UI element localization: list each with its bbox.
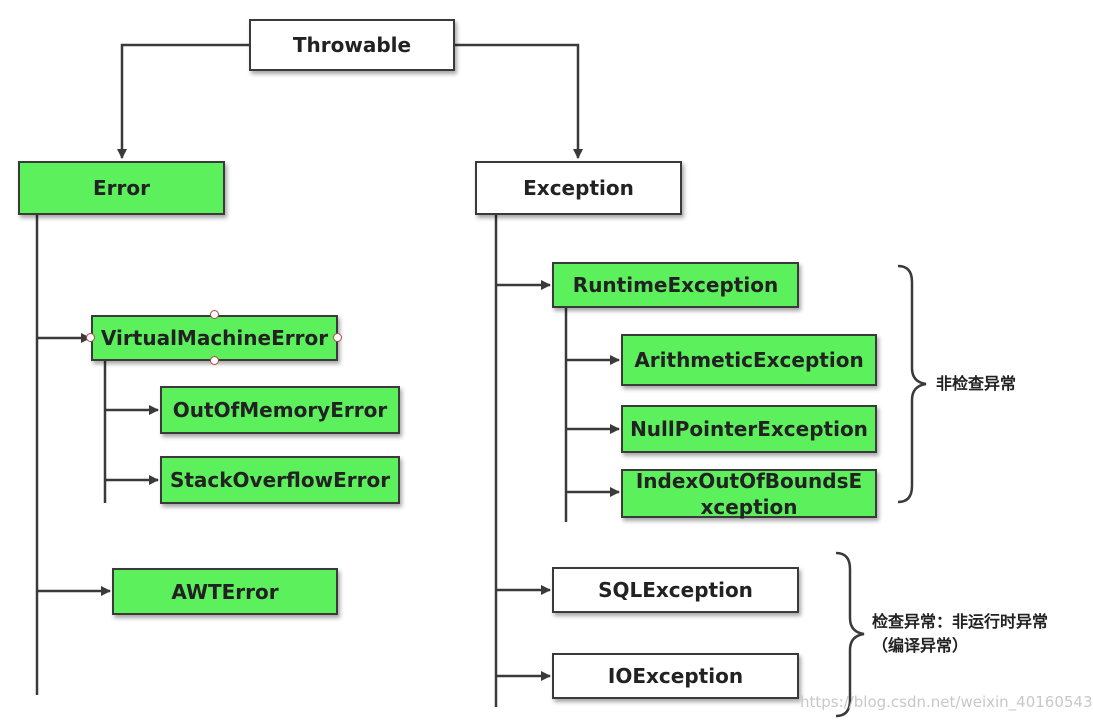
- node-exception: Exception: [475, 161, 682, 215]
- node-out-of-memory-error: OutOfMemoryError: [160, 386, 400, 434]
- checked-exception-note: 检查异常：非运行时异常: [872, 612, 1049, 631]
- unchecked-brace: [897, 264, 927, 504]
- node-io-exception: IOException: [552, 653, 799, 699]
- edge-throwable-exception: [455, 43, 583, 159]
- selection-handle-top: [210, 310, 219, 319]
- compile-exception-note: （编译异常）: [872, 636, 969, 655]
- selection-handle-bottom: [210, 356, 219, 365]
- checked-brace: [835, 551, 865, 718]
- selection-handle-left: [86, 333, 95, 342]
- node-stack-overflow-error: StackOverflowError: [160, 456, 400, 504]
- node-null-pointer-exception: NullPointerException: [621, 405, 877, 453]
- unchecked-exception-note: 非检查异常: [936, 374, 1017, 393]
- node-runtime-exception: RuntimeException: [552, 262, 799, 308]
- node-awt-error: AWTError: [112, 568, 338, 615]
- watermark: https://blog.csdn.net/weixin_40160543: [800, 693, 1093, 711]
- selection-handle-right: [333, 333, 342, 342]
- edge-throwable-error: [117, 43, 250, 159]
- node-sql-exception: SQLException: [552, 567, 799, 613]
- node-virtual-machine-error: VirtualMachineError: [91, 315, 338, 361]
- node-throwable: Throwable: [249, 19, 455, 71]
- node-arithmetic-exception: ArithmeticException: [621, 334, 877, 386]
- node-error: Error: [18, 161, 225, 215]
- node-index-out-of-bounds-exception: IndexOutOfBoundsE xception: [621, 469, 877, 519]
